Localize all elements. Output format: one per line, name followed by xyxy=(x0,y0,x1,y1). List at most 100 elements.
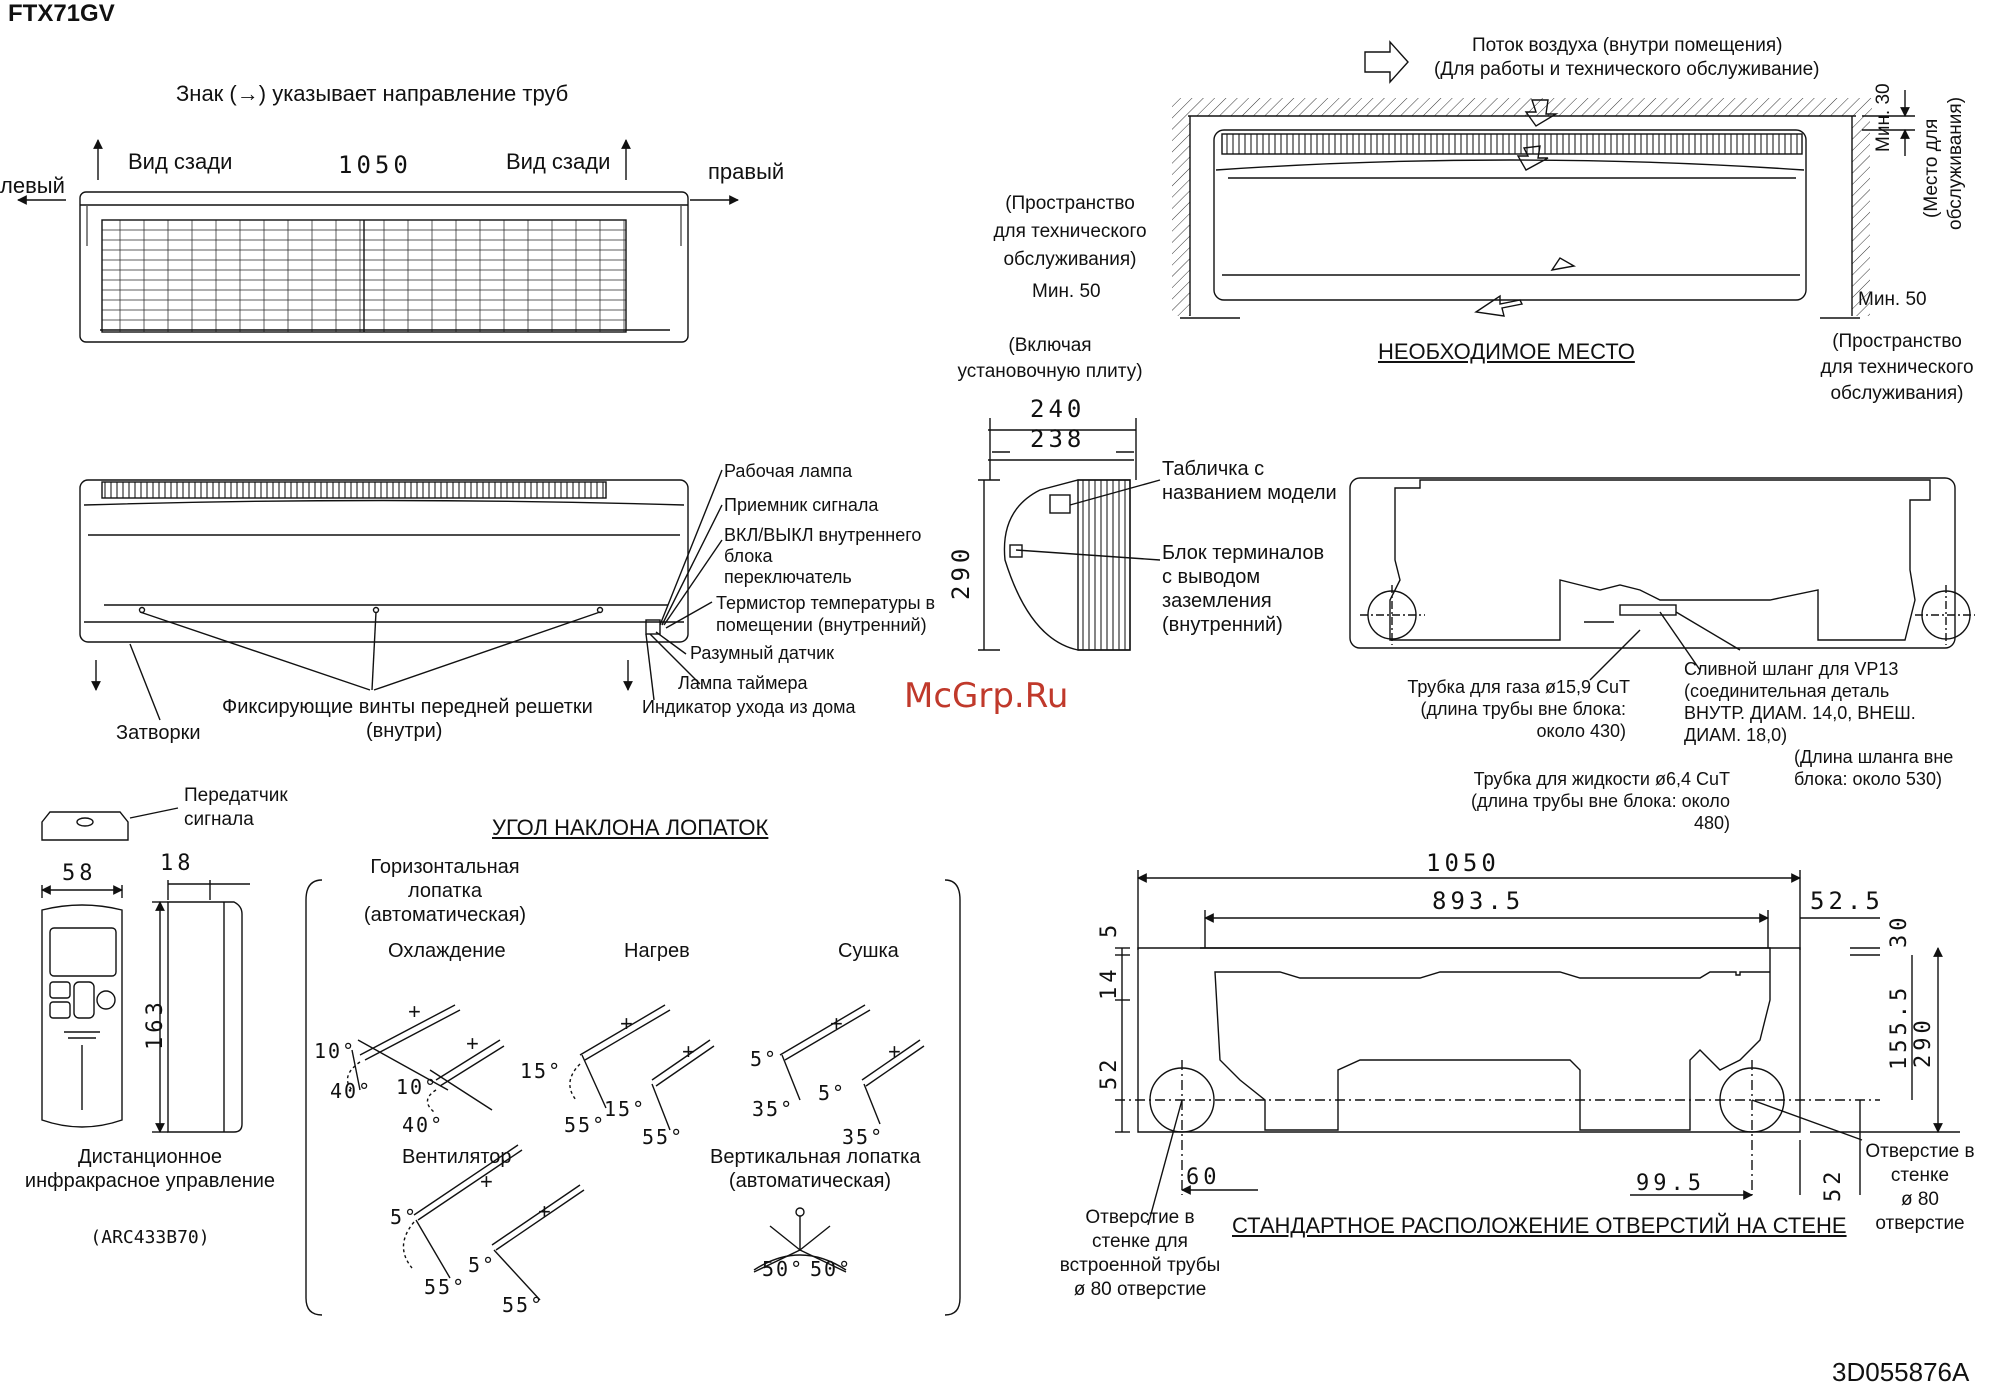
angle-fan-1: 5° xyxy=(390,1205,419,1229)
airflow-1: Поток воздуха (внутри помещения) xyxy=(1472,35,1783,56)
nameplate-2: названием модели xyxy=(1162,482,1337,504)
plus-c1: + xyxy=(408,999,421,1024)
louver-dry xyxy=(779,1004,925,1125)
wall-dim-5: 5 xyxy=(1097,920,1122,938)
width-1050: 1050 xyxy=(338,151,412,179)
angle-fan-3: 5° xyxy=(468,1253,497,1277)
wall-dim-155-5: 155.5 xyxy=(1887,983,1912,1070)
hole-left-4: ø 80 отверстие xyxy=(1073,1279,1207,1300)
label-onoff-1: ВКЛ/ВЫКЛ внутреннего xyxy=(724,525,922,545)
wall-dim-290: 290 xyxy=(1911,1016,1936,1068)
wall-holes-title: СТАНДАРТНОЕ РАСПОЛОЖЕНИЕ ОТВЕРСТИЙ НА СТ… xyxy=(1232,1213,1847,1238)
mode-fan: Вентилятор xyxy=(402,1146,512,1168)
wall-dim-52-right: 52 xyxy=(1821,1167,1846,1203)
remote-name-1: Дистанционное xyxy=(78,1146,222,1168)
vert-louver-2: (автоматическая) xyxy=(728,1170,892,1192)
liquid-pipe-2: (длина трубы вне блока: около xyxy=(1471,791,1730,811)
mode-dry: Сушка xyxy=(838,940,899,962)
rear-view-left: Вид сзади xyxy=(128,149,233,174)
gas-pipe-2: (длина трубы вне блока: xyxy=(1420,699,1626,719)
plus-f2: + xyxy=(538,1199,551,1224)
label-onoff-2: блока xyxy=(724,546,773,566)
plus-c2: + xyxy=(466,1031,479,1056)
angle-heat-4: 55° xyxy=(642,1125,685,1149)
drain-1: Сливной шланг для VP13 xyxy=(1684,659,1899,679)
liquid-pipe-3: 480) xyxy=(1693,813,1730,833)
plus-h2: + xyxy=(682,1039,695,1064)
pipe-direction-legend: Знак (→) указывает направление труб xyxy=(176,82,568,105)
hole-right-2: стенке xyxy=(1890,1165,1950,1186)
watermark: McGrp.Ru xyxy=(904,676,1069,716)
rear-view-unit xyxy=(17,139,739,343)
label-timer-lamp: Лампа таймера xyxy=(678,673,808,693)
angle-dry-2: 35° xyxy=(752,1097,795,1121)
horiz-louver-1: Горизонтальная xyxy=(370,856,520,878)
signal-transmitter xyxy=(41,807,179,841)
angle-dry-3: 5° xyxy=(818,1081,847,1105)
hole-left-2: стенке для xyxy=(1092,1231,1188,1252)
required-space-diagram xyxy=(1172,40,1915,319)
angle-dry-4: 35° xyxy=(842,1125,885,1149)
gas-pipe-3: около 430) xyxy=(1536,721,1626,741)
top-place-2: обслуживания) xyxy=(1945,96,1966,230)
left-space-3: обслуживания) xyxy=(1003,249,1137,270)
remote-depth-18: 18 xyxy=(160,851,195,876)
label-thermistor-2: помещении (внутренний) xyxy=(716,615,927,635)
legend-arrow-icon: → xyxy=(236,81,259,106)
louver-bracket-left xyxy=(305,879,323,1316)
model-name: FTX71GV xyxy=(8,0,115,27)
louver-vertical xyxy=(753,1207,847,1273)
horiz-louver-2: лопатка xyxy=(407,880,482,902)
right-space-min: Мин. 50 xyxy=(1858,289,1927,310)
dim-238: 238 xyxy=(1030,425,1086,453)
wall-dim-1050: 1050 xyxy=(1426,849,1500,877)
incl-plate-1: (Включая xyxy=(1008,335,1092,356)
remote-name-2: инфракрасное управление xyxy=(24,1170,276,1192)
wall-dim-99-5: 99.5 xyxy=(1636,1171,1705,1196)
wall-dim-52-left: 52 xyxy=(1097,1055,1122,1091)
incl-plate-2: установочную плиту) xyxy=(957,361,1143,382)
front-view-unit xyxy=(79,469,723,721)
louver-title: УГОЛ НАКЛОНА ЛОПАТОК xyxy=(492,815,769,840)
angle-fan-4: 55° xyxy=(502,1293,545,1317)
required-space-title: НЕОБХОДИМОЕ МЕСТО xyxy=(1378,339,1635,364)
drain-3: ВНУТР. ДИАМ. 14,0, ВНЕШ. xyxy=(1684,703,1916,723)
drain-2: (соединительная деталь xyxy=(1684,681,1890,701)
plus-f1: + xyxy=(480,1169,493,1194)
angle-heat-1: 15° xyxy=(520,1059,563,1083)
label-smart-sensor: Разумный датчик xyxy=(690,643,835,663)
wall-dim-893: 893.5 xyxy=(1432,887,1525,915)
label-home-leave: Индикатор ухода из дома xyxy=(642,697,856,717)
wall-dim-60: 60 xyxy=(1186,1165,1221,1190)
horiz-louver-3: (автоматическая) xyxy=(363,904,527,926)
hole-left-1: Отверстие в xyxy=(1085,1207,1195,1228)
hole-right-4: отверстие xyxy=(1875,1213,1965,1234)
wall-dim-14: 14 xyxy=(1097,965,1122,1001)
angle-cool-3: 10° xyxy=(396,1075,439,1099)
plus-d2: + xyxy=(888,1039,901,1064)
left-label: левый xyxy=(0,173,65,198)
terminal-3: заземления xyxy=(1162,590,1272,612)
legend-suffix: ) указывает направление труб xyxy=(258,81,569,106)
label-thermistor-1: Термистор температуры в xyxy=(716,593,936,613)
mode-heating: Нагрев xyxy=(624,940,690,962)
hole-right-1: Отверстие в xyxy=(1865,1141,1975,1162)
remote-height-163: 163 xyxy=(143,998,168,1050)
louver-heating xyxy=(569,1004,715,1131)
right-space-1: (Пространство xyxy=(1832,331,1962,352)
top-min-30: Мин. 30 xyxy=(1873,83,1894,152)
top-place-1: (Место для xyxy=(1921,118,1942,218)
wall-dim-30: 30 xyxy=(1887,913,1912,949)
drain-6: блока: около 530) xyxy=(1794,769,1942,789)
louver-bracket-right xyxy=(944,879,961,1316)
nameplate-1: Табличка с xyxy=(1162,458,1265,480)
drain-4: ДИАМ. 18,0) xyxy=(1684,725,1788,745)
hole-left-3: встроенной трубы xyxy=(1059,1255,1221,1276)
drain-5: (Длина шланга вне xyxy=(1794,747,1954,767)
hole-right-3: ø 80 xyxy=(1900,1189,1940,1210)
mounting-plate-diagram xyxy=(1349,477,1975,681)
remote-control-drawing xyxy=(41,880,250,1133)
angle-cool-4: 40° xyxy=(402,1113,445,1137)
left-space-min: Мин. 50 xyxy=(1032,281,1101,302)
